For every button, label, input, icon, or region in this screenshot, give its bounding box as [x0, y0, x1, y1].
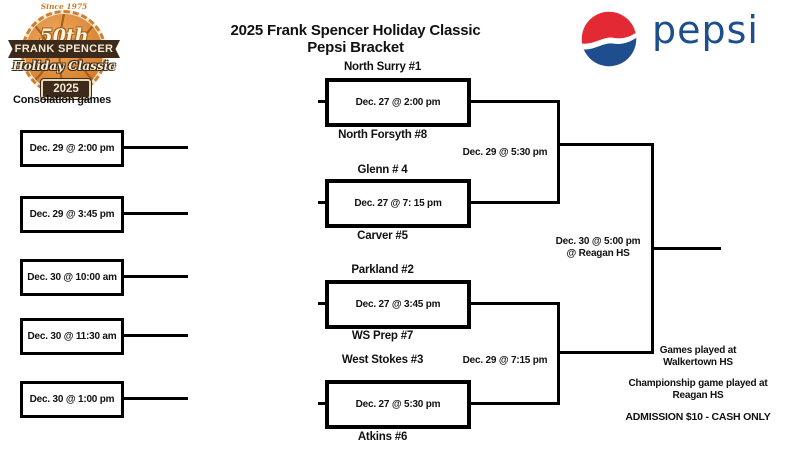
team-label: West Stokes #3 [341, 354, 424, 366]
quarterfinal-game-box: Dec. 27 @ 7: 15 pm [325, 179, 471, 228]
page-title-line2: Pepsi Bracket [307, 39, 404, 56]
bracket-line [121, 397, 188, 400]
page-title: 2025 Frank Spencer Holiday Classic Pepsi… [228, 22, 483, 56]
team-label: North Surry #1 [343, 61, 422, 73]
bracket-line [318, 302, 326, 305]
bracket-line [318, 100, 326, 103]
bracket-line [318, 201, 326, 204]
championship-note: Championship game played at Reagan HS [612, 378, 784, 402]
consolation-heading: Consolation games [13, 94, 112, 106]
game-datetime: Dec. 27 @ 7: 15 pm [354, 198, 442, 209]
team-label: WS Prep #7 [351, 330, 414, 342]
consolation-game-datetime: Dec. 30 @ 11:30 am [27, 331, 117, 342]
pepsi-wordmark: pepsi [652, 8, 759, 52]
venue-note-line2: Walkertown HS [663, 357, 733, 368]
team-label: Carver #5 [357, 230, 408, 242]
quarterfinal-game-box: Dec. 27 @ 5:30 pm [325, 380, 471, 429]
bracket-line [121, 212, 188, 215]
quarterfinal-game-box: Dec. 27 @ 2:00 pm [325, 78, 471, 127]
bracket-line [121, 334, 188, 337]
final-datetime-line: Dec. 30 @ 5:00 pm [555, 236, 641, 247]
team-label: Parkland #2 [351, 264, 414, 276]
bracket-line [651, 247, 721, 250]
pepsi-logo: pepsi [580, 8, 795, 70]
admission-note: ADMISSION $10 - CASH ONLY [625, 411, 771, 423]
game-datetime: Dec. 27 @ 2:00 pm [355, 97, 441, 108]
venue-note: Games played at Walkertown HS [638, 345, 758, 369]
consolation-game-datetime: Dec. 30 @ 1:00 pm [29, 394, 115, 405]
team-label: North Forsyth #8 [338, 129, 427, 141]
quarterfinal-game-box: Dec. 27 @ 3:45 pm [325, 280, 471, 329]
championship-note-line2: Reagan HS [672, 390, 724, 401]
consolation-game-box: Dec. 30 @ 1:00 pm [20, 381, 124, 418]
page-title-line1: 2025 Frank Spencer Holiday Classic [230, 22, 481, 39]
team-label: Atkins #6 [357, 431, 408, 443]
semifinal-datetime: Dec. 29 @ 7:15 pm [462, 355, 548, 366]
consolation-game-datetime: Dec. 29 @ 3:45 pm [29, 209, 115, 220]
bracket-line [468, 201, 560, 204]
final-datetime: Dec. 30 @ 5:00 pm @ Reagan HS [549, 236, 647, 259]
final-location-line: @ Reagan HS [566, 247, 630, 259]
team-label: Glenn # 4 [357, 164, 408, 176]
consolation-game-datetime: Dec. 30 @ 10:00 am [27, 272, 117, 283]
consolation-game-box: Dec. 30 @ 10:00 am [20, 259, 124, 296]
bracket-line [121, 146, 188, 149]
logo-year-badge: 2025 [41, 79, 91, 99]
consolation-game-box: Dec. 29 @ 2:00 pm [20, 130, 124, 167]
consolation-game-datetime: Dec. 29 @ 2:00 pm [29, 143, 115, 154]
logo-subtitle-text: Holiday Classic [12, 59, 116, 73]
bracket-line [557, 351, 654, 354]
logo-title-text: FRANK SPENCER [14, 43, 114, 55]
championship-note-line1: Championship game played at [628, 378, 768, 389]
bracket-line [557, 143, 654, 146]
bracket-line [468, 100, 560, 103]
bracket-line [318, 402, 326, 405]
pepsi-globe-icon [581, 11, 637, 67]
semifinal-datetime: Dec. 29 @ 5:30 pm [462, 147, 548, 158]
tournament-logo: Since 1975 50th FRANK SPENCER Holiday Cl… [8, 2, 120, 103]
bracket-line [468, 402, 560, 405]
consolation-game-box: Dec. 29 @ 3:45 pm [20, 196, 124, 233]
bracket-line [557, 100, 560, 204]
bracket-line [121, 275, 188, 278]
logo-since-text: Since 1975 [40, 2, 88, 11]
bracket-line [468, 302, 560, 305]
venue-note-line1: Games played at [659, 345, 737, 356]
game-datetime: Dec. 27 @ 3:45 pm [355, 299, 441, 310]
logo-ribbon: FRANK SPENCER [8, 40, 120, 58]
consolation-game-box: Dec. 30 @ 11:30 am [20, 318, 124, 355]
game-datetime: Dec. 27 @ 5:30 pm [355, 399, 441, 410]
